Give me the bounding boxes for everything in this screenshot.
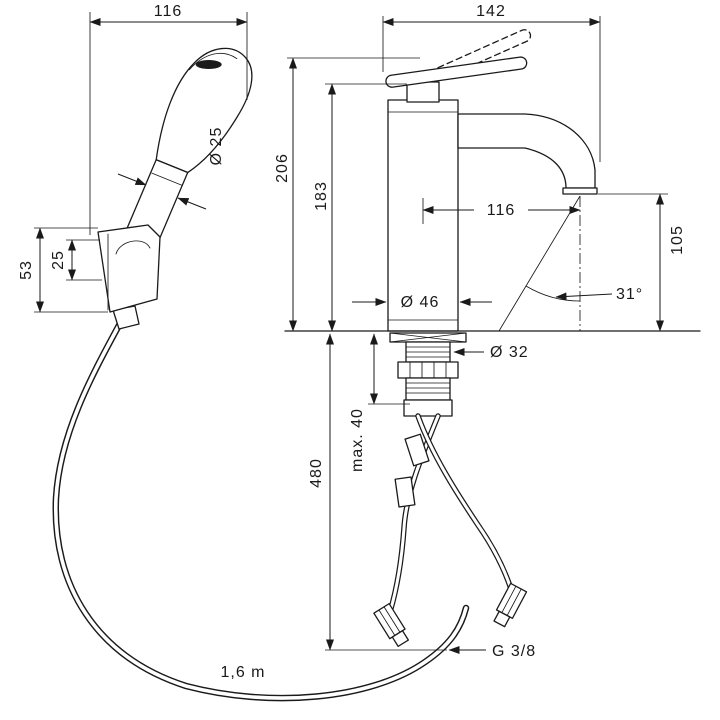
- faucet-lever: [385, 56, 528, 88]
- handle-ring-line: [151, 172, 182, 186]
- dim-shank-diameter-label: Ø 32: [490, 344, 529, 361]
- faucet-spout: [457, 113, 596, 189]
- dim-below-deck-label: 480: [308, 458, 325, 488]
- dim-shower-width-label: 116: [154, 3, 183, 20]
- dim-spout-reach-label: 116: [487, 202, 516, 219]
- spray-angle-line: [498, 195, 581, 332]
- check-valve-upper: [404, 433, 430, 467]
- dim-arrow-handle-dia-left: [117, 173, 147, 186]
- thread-lines-upper: [405, 346, 451, 358]
- mounting-hardware: [389, 332, 467, 417]
- connection-block: [403, 399, 453, 417]
- dim-body-height-label: 183: [313, 181, 330, 211]
- hand-shower-head: [155, 47, 253, 174]
- supply-hose-right: [415, 413, 515, 595]
- dim-max-deck-label: max. 40: [349, 408, 366, 472]
- spout-aerator: [562, 187, 598, 195]
- angle-leader-arrow: [555, 292, 613, 301]
- thread-lines-lower: [405, 382, 451, 394]
- dim-spout-height-label: 105: [669, 225, 686, 255]
- dim-arrow-handle-dia-right: [177, 197, 207, 210]
- dim-body-diameter-label: Ø 46: [401, 294, 440, 311]
- shower-holder: [97, 224, 161, 313]
- dim-holder-height-label: 53: [18, 260, 35, 280]
- shower-hose: [52, 312, 470, 702]
- hose-connector-right: [493, 582, 528, 628]
- dim-faucet-depth-label: 142: [476, 3, 506, 20]
- hose-connector-left: [373, 603, 409, 648]
- faucet: [385, 29, 598, 332]
- holder-body: [97, 224, 161, 313]
- dim-total-height-label: 206: [274, 153, 291, 183]
- spray-angle-geometry: [498, 195, 613, 332]
- check-valve-lower: [394, 476, 416, 508]
- connection-thread-label: G 3/8: [492, 643, 536, 660]
- dim-spray-angle-label: 31°: [616, 286, 643, 303]
- nut-hatch: [409, 361, 447, 379]
- hose-length-label: 1,6 m: [220, 664, 265, 681]
- dimension-lines: [36, 18, 664, 654]
- threaded-shank-lower: [405, 377, 451, 401]
- dim-holder-inset-label: 25: [50, 250, 67, 270]
- spray-angle-arc: [525, 285, 581, 302]
- mounting-nut: [397, 361, 459, 379]
- flange-hatch: [389, 332, 467, 343]
- spray-outlet-slot: [195, 60, 222, 70]
- hand-shower-face-line: [188, 52, 238, 71]
- dim-handle-diameter-label: Ø 25: [208, 127, 225, 166]
- extension-lines: [34, 12, 668, 651]
- holder-cradle-line: [115, 240, 151, 255]
- body-detail-lines: [387, 111, 459, 321]
